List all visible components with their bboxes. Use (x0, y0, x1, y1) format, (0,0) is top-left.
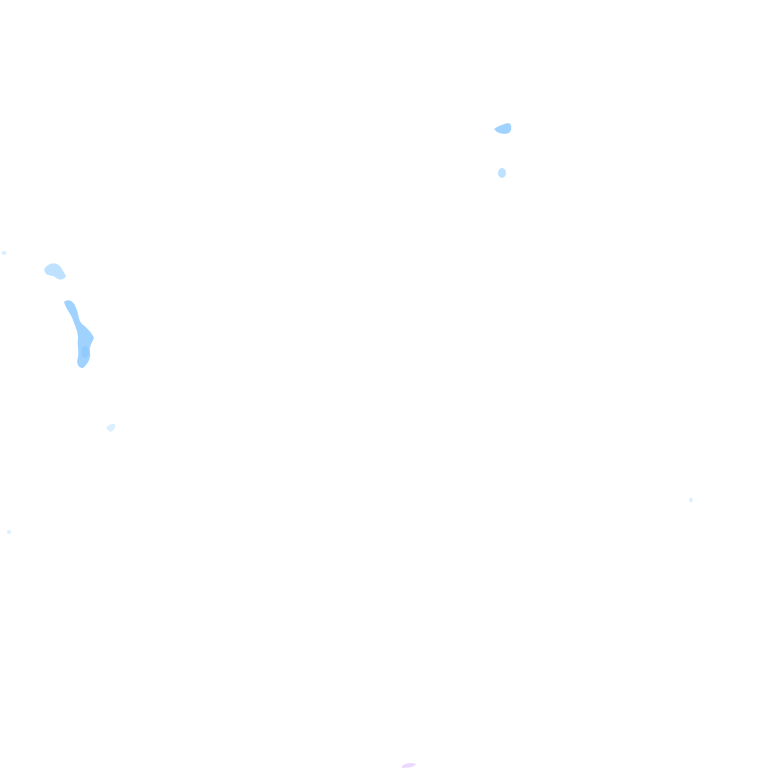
echo-north-center-small (498, 168, 506, 178)
echo-north-center (494, 123, 512, 134)
echo-south-violet (402, 762, 416, 768)
echo-west-band (64, 300, 94, 368)
echo-southwest-dot (7, 530, 11, 534)
echo-east-dot (689, 497, 693, 503)
echo-west-edge-dot (1, 251, 7, 255)
echo-west-cluster-top (44, 263, 66, 280)
echo-west-small (106, 423, 116, 432)
